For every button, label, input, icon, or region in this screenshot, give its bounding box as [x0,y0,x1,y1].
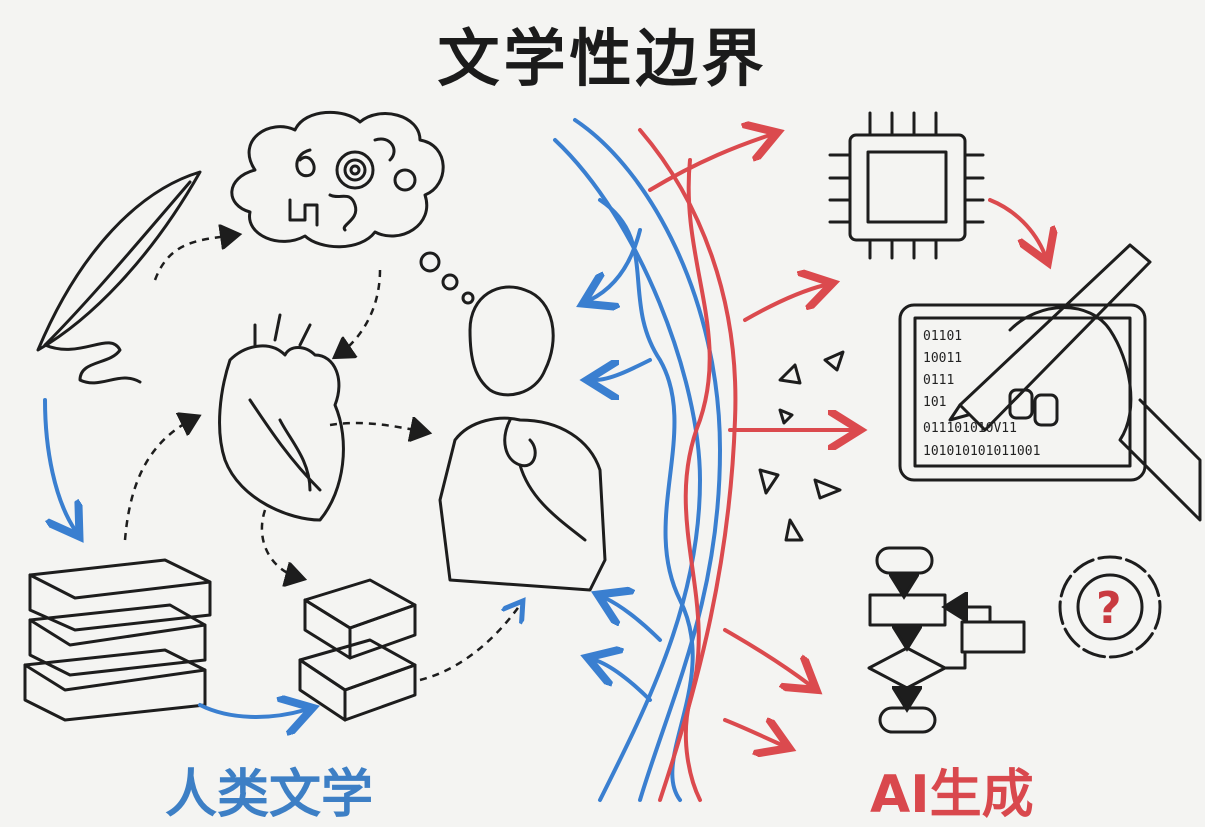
shards-icon [758,350,845,542]
boundary-streams [553,118,852,802]
ai-generated-label: AI生成 [870,765,1034,825]
brain-cloud-icon [230,110,475,305]
human-literature-label: 人类文学 [165,765,374,825]
books-icon [23,558,212,722]
page-title: 文学性边界 [437,22,768,95]
chip-icon [828,111,1045,258]
robot-hand-pen-icon [948,243,1202,522]
code-line: 011101010V11 [923,421,1017,436]
code-line: 01101 [923,329,962,344]
gear-question-icon [1058,555,1162,659]
code-line: 10011 [923,351,962,366]
flowchart-icon [867,546,1026,734]
code-line: 101010101011001 [923,444,1040,459]
question-mark: ? [1096,583,1122,634]
feather-icon [36,170,202,385]
code-line: 0111 [923,373,954,388]
thinking-person-icon [438,285,607,592]
book-stack-icon [298,578,417,722]
code-line: 101 [923,395,946,410]
human-connectors [43,235,520,717]
heart-icon [218,313,345,522]
